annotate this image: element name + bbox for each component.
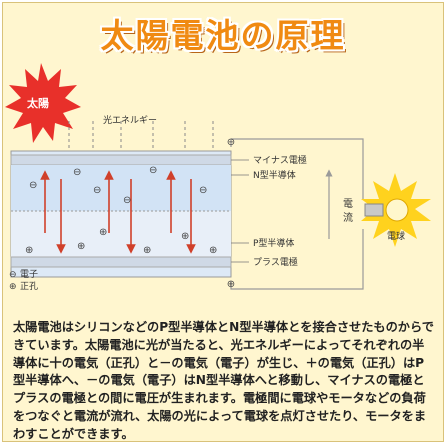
p-type-layer [11, 211, 231, 257]
current-label-1: 電 [343, 198, 353, 210]
svg-text:⊕: ⊕ [209, 245, 217, 256]
leader-lines [231, 159, 249, 263]
svg-text:⊖: ⊖ [73, 167, 81, 178]
legend-electron-symbol: ⊖ [9, 270, 17, 280]
svg-text:⊖: ⊖ [199, 185, 207, 196]
minus-electrode-bar [10, 154, 232, 166]
light-rays [68, 121, 214, 155]
electron-symbols: ⊖ ⊖ ⊖ ⊖ ⊖ ⊖ [29, 165, 207, 206]
bulb-label: 電球 [387, 230, 405, 242]
legend: ⊖ 電子 ⊕ 正孔 [9, 269, 38, 292]
plus-electrode-bar [10, 256, 232, 268]
svg-text:⊖: ⊖ [29, 180, 37, 191]
carrier-arrows [40, 170, 196, 254]
svg-text:⊖: ⊖ [149, 165, 157, 176]
svg-text:⊕: ⊕ [181, 231, 189, 242]
current-label-2: 流 [343, 211, 353, 224]
page-title: 太陽電池の原理 [100, 16, 346, 55]
svg-text:⊕: ⊕ [143, 245, 151, 256]
wire-minus-terminal: ⊖ [227, 137, 235, 148]
hole-symbols: ⊕ ⊕ ⊕ ⊕ ⊕ ⊕ [25, 227, 217, 256]
light-energy-label: 光エネルギー [103, 114, 157, 126]
svg-text:⊖: ⊖ [123, 195, 131, 206]
minus-electrode-label: マイナス電極 [253, 154, 307, 166]
legend-hole-symbol: ⊕ [9, 282, 17, 292]
sun-icon: 太陽 [5, 63, 81, 143]
svg-text:⊕: ⊕ [99, 227, 107, 238]
solar-cell-diagram: 太陽 光エネルギー ⊖ ⊖ [5, 63, 431, 292]
description-text: 太陽電池はシリコンなどのP型半導体とN型半導体とを接合させたものからできています… [13, 320, 434, 441]
plus-electrode-label: プラス電極 [253, 256, 298, 268]
wire-plus-terminal: ⊕ [227, 279, 235, 290]
bulb-icon [361, 173, 431, 247]
svg-text:⊕: ⊕ [25, 245, 33, 256]
legend-electron-label: 電子 [20, 269, 38, 280]
svg-text:⊖: ⊖ [93, 185, 101, 196]
figure-frame: 太陽電池の原理 太陽 光エネルギー [2, 2, 444, 442]
legend-hole-label: 正孔 [20, 281, 38, 292]
circuit-wire [230, 138, 364, 290]
svg-text:⊕: ⊕ [77, 241, 85, 252]
n-type-label: N型半導体 [253, 169, 296, 181]
n-type-layer [11, 165, 231, 211]
p-type-label: P型半導体 [253, 237, 294, 249]
sun-label: 太陽 [26, 96, 49, 110]
